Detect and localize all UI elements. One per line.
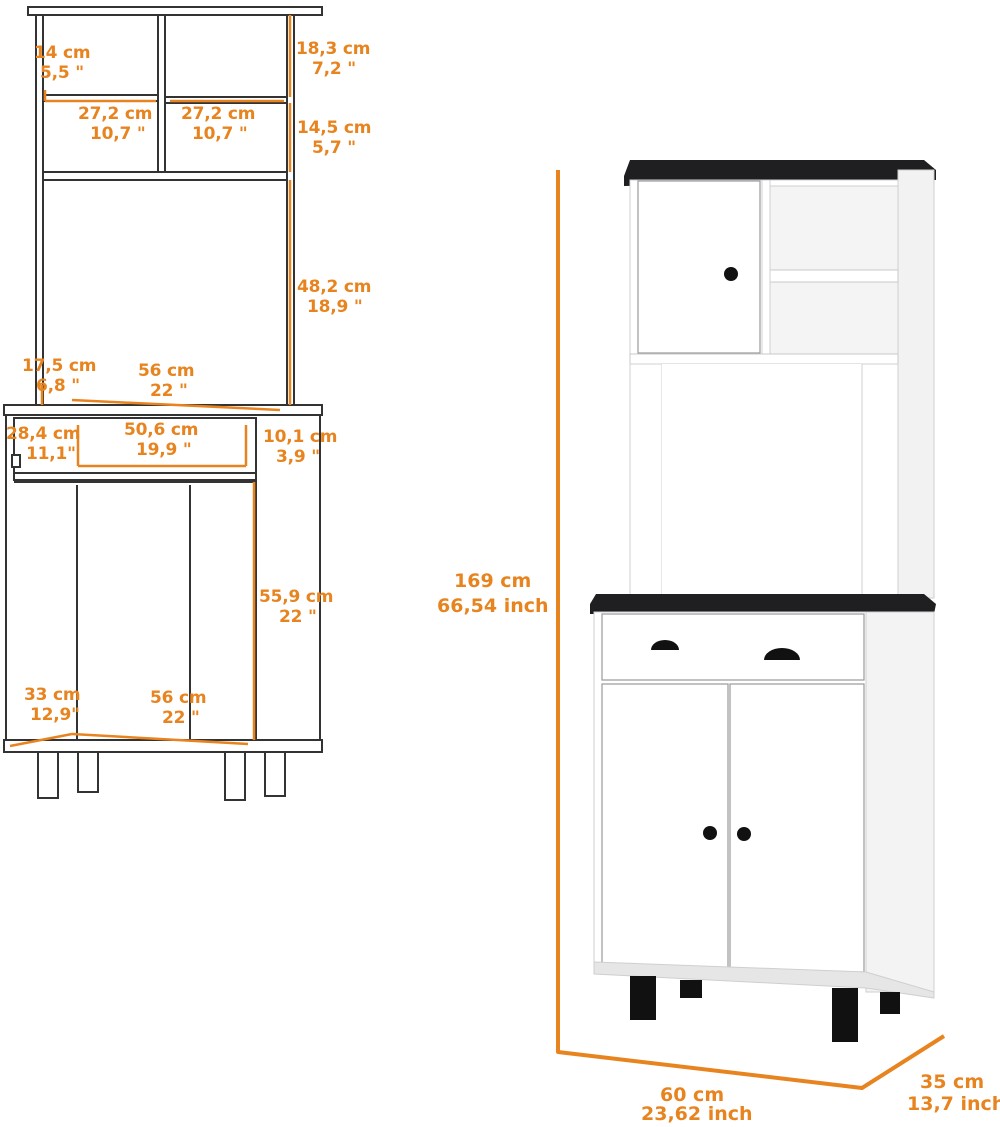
overall-measure-lines xyxy=(556,170,946,1090)
label-height-cm: 169 cm xyxy=(454,570,531,592)
hutch-bottom-shelf xyxy=(42,171,288,181)
label-cabinet-h-cm: 55,9 cm xyxy=(259,587,333,607)
label-shelf-mid-h-in: 5,7 " xyxy=(312,138,356,158)
label-counter-w-in: 22 " xyxy=(150,381,188,401)
label-base-depth-in: 12,9" xyxy=(30,705,80,725)
counter-top-3d xyxy=(590,594,936,614)
label-depth-cm: 35 cm xyxy=(920,1071,984,1093)
label-shelf-right-w-cm: 27,2 cm xyxy=(181,104,255,124)
hutch-door-knob xyxy=(724,267,738,281)
measure-base-w xyxy=(71,732,249,746)
label-drawer-h-cm: 10,1 cm xyxy=(263,427,337,447)
drawer-slide xyxy=(11,454,21,468)
label-depth-in: 13,7 inch xyxy=(907,1093,1000,1115)
leg-front-right xyxy=(224,751,246,801)
label-shelf-left-w-cm: 27,2 cm xyxy=(78,104,152,124)
label-shelf-mid-h-cm: 14,5 cm xyxy=(297,118,371,138)
leg-back-left xyxy=(77,751,99,793)
label-counter-w-cm: 56 cm xyxy=(138,361,194,381)
measure-counter-w xyxy=(71,398,281,412)
post-left xyxy=(629,363,663,597)
label-drawer-h-in: 3,9 " xyxy=(276,447,320,467)
leg-3d-back-right xyxy=(880,992,900,1014)
cabinet-3d xyxy=(590,160,936,1042)
label-counter-depth-in: 6,8 " xyxy=(36,376,80,396)
hutch-door xyxy=(637,180,761,354)
label-width-in: 23,62 inch xyxy=(641,1103,753,1125)
cubby-shelf xyxy=(767,269,899,283)
label-shelf-top-h-cm: 18,3 cm xyxy=(296,39,370,59)
label-counter-depth-cm: 17,5 cm xyxy=(22,356,96,376)
hutch-right-side-3d xyxy=(897,169,935,599)
label-shelf-top-h-in: 7,2 " xyxy=(312,59,356,79)
label-shelf-right-w-in: 10,7 " xyxy=(192,124,248,144)
post-right xyxy=(861,363,899,597)
drawing-measure-lines xyxy=(9,15,292,748)
leg-3d-front-right xyxy=(832,988,858,1042)
door-right xyxy=(729,683,865,973)
label-drawer-depth-in: 11,1" xyxy=(26,444,76,464)
drawer-handle-left xyxy=(651,640,679,650)
lower-side-3d xyxy=(865,611,935,993)
label-base-depth-cm: 33 cm xyxy=(24,685,80,705)
measure-overall xyxy=(556,170,946,1090)
label-shelf-depth-cm: 14 cm xyxy=(34,43,90,63)
label-open-h-cm: 48,2 cm xyxy=(297,277,371,297)
label-shelf-depth-in: 5,5 " xyxy=(40,63,84,83)
drawer-rail xyxy=(13,472,257,481)
leg-back-right xyxy=(264,751,286,797)
label-cabinet-h-in: 22 " xyxy=(279,607,317,627)
bottom-board-3d xyxy=(593,961,935,999)
cubby-divider xyxy=(761,179,771,357)
drawer-handle-right xyxy=(764,648,800,660)
label-shelf-left-w-in: 10,7 " xyxy=(90,124,146,144)
label-height-in: 66,54 inch xyxy=(437,595,549,617)
open-area xyxy=(662,364,898,596)
drawing-labels: 18,3 cm 7,2 " 14 cm 5,5 " 27,2 cm 10,7 "… xyxy=(6,39,371,728)
leg-3d-front-left xyxy=(630,976,656,1020)
label-drawer-w-in: 19,9 " xyxy=(136,440,192,460)
label-drawer-depth-cm: 28,4 cm xyxy=(6,424,80,444)
label-drawer-w-cm: 50,6 cm xyxy=(124,420,198,440)
door-left-knob xyxy=(703,826,717,840)
hutch-divider xyxy=(157,14,166,181)
top-board xyxy=(27,6,323,16)
leg-3d-back-left xyxy=(680,980,702,998)
bottom-board xyxy=(3,739,323,753)
door-right-knob xyxy=(737,827,751,841)
label-width-cm: 60 cm xyxy=(660,1084,724,1106)
label-base-w-in: 22 " xyxy=(162,708,200,728)
measure-base-depth xyxy=(9,732,73,748)
label-base-w-cm: 56 cm xyxy=(150,688,206,708)
overall-labels: 169 cm 66,54 inch 60 cm 23,62 inch 35 cm… xyxy=(437,570,1000,1125)
line-drawing xyxy=(3,6,323,801)
drawer-front xyxy=(601,613,865,681)
label-open-h-in: 18,9 " xyxy=(307,297,363,317)
hutch-bottom-board xyxy=(629,353,899,365)
leg-front-left xyxy=(37,751,59,799)
